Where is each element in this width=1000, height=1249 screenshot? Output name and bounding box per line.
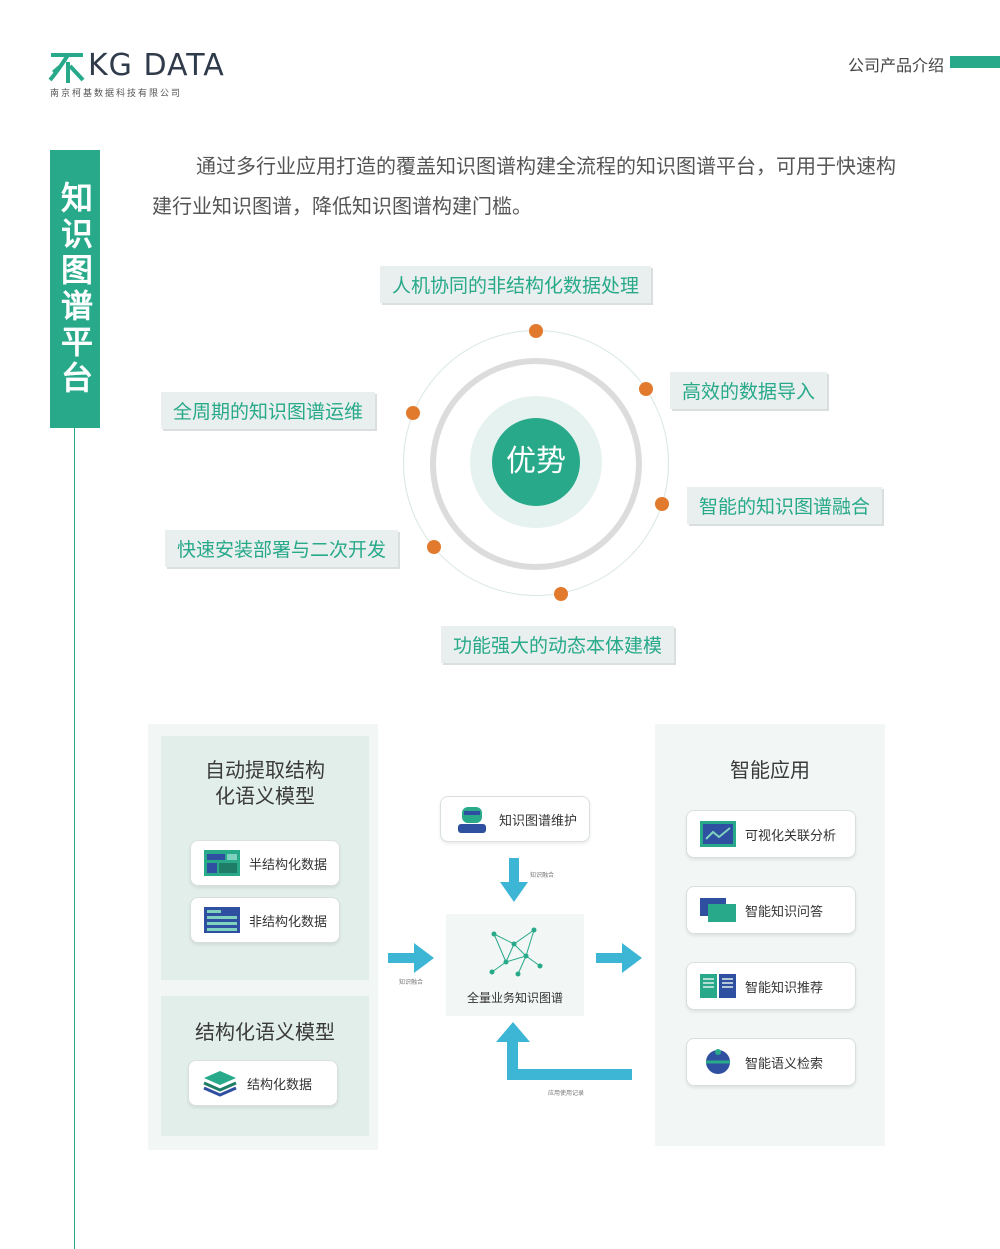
center-graph-label: 全量业务知识图谱	[466, 991, 563, 1005]
open-book-icon	[700, 974, 736, 998]
card-label: 智能知识推荐	[745, 980, 824, 996]
globe-search-icon	[706, 1049, 730, 1074]
card-label: 非结构化数据	[249, 914, 328, 930]
sidebar-title: 知识图谱平台	[56, 181, 94, 397]
card-label: 智能知识问答	[745, 904, 824, 920]
chat-bubbles-icon	[700, 898, 736, 922]
right-panel-title: 智能应用	[730, 758, 810, 782]
advantage-tag: 快速安装部署与二次开发	[165, 530, 399, 567]
fusion-label-top: 知识融合	[530, 872, 555, 879]
card-qa[interactable]: 智能知识问答	[686, 886, 856, 934]
section-title: 公司产品介绍	[847, 56, 944, 75]
middle-ring	[430, 358, 642, 570]
intro-paragraph: 通过多行业应用打造的覆盖知识图谱构建全流程的知识图谱平台，可用于快速构建行业知识…	[152, 154, 896, 218]
card-semi-structured[interactable]: 半结构化数据	[190, 840, 340, 886]
sidebar-title-block: 知识图谱平台	[50, 150, 100, 428]
ring-dot	[427, 540, 441, 554]
advantage-tag: 功能强大的动态本体建模	[441, 626, 675, 663]
auto-extract-title: 自动提取结构化语义模型	[161, 757, 369, 809]
ring-dot	[406, 406, 420, 420]
advantage-tag: 人机协同的非结构化数据处理	[380, 266, 652, 303]
right-arrow-icon	[596, 943, 642, 973]
ring-dot	[655, 497, 669, 511]
logo-text: KG DATA	[88, 48, 225, 83]
advantage-tag: 高效的数据导入	[670, 372, 828, 409]
card-maintenance[interactable]: 知识图谱维护	[440, 796, 590, 842]
ring-dot	[529, 324, 543, 338]
card-recommend[interactable]: 智能知识推荐	[686, 962, 856, 1010]
card-label: 可视化关联分析	[745, 828, 837, 844]
ring-dot	[554, 587, 568, 601]
card-label: 知识图谱维护	[499, 813, 578, 829]
line-chart-icon	[700, 821, 736, 847]
ring-dot	[639, 382, 653, 396]
sidebar-line	[74, 428, 75, 1249]
feedback-label: 应用使用记录	[548, 1090, 585, 1097]
knowledge-graph-network-icon	[489, 927, 543, 977]
right-arrow-icon	[388, 943, 434, 973]
stacked-layers-icon	[203, 1071, 237, 1097]
down-arrow-icon	[500, 858, 528, 902]
card-unstructured[interactable]: 非结构化数据	[190, 897, 340, 943]
auto-extract-title-text: 自动提取结构化语义模型	[205, 758, 325, 808]
advantage-tag: 智能的知识图谱融合	[687, 487, 883, 524]
logo-mark-icon	[48, 53, 85, 83]
semi-structured-data-icon	[204, 850, 240, 876]
card-visual-analysis[interactable]: 可视化关联分析	[686, 810, 856, 858]
center-graph-panel	[446, 914, 584, 1016]
header-accent-bar	[950, 56, 1000, 68]
structured-title: 结构化语义模型	[195, 1020, 335, 1044]
card-label: 结构化数据	[247, 1077, 313, 1093]
feedback-arrow-icon	[496, 1022, 632, 1080]
card-label: 智能语义检索	[745, 1056, 824, 1072]
company-name: 南京柯基数据科技有限公司	[50, 89, 183, 99]
card-structured[interactable]: 结构化数据	[188, 1060, 338, 1106]
card-label: 半结构化数据	[249, 857, 328, 873]
maintainer-person-icon	[458, 807, 486, 833]
advantage-core: 优势	[492, 418, 580, 506]
card-semantic-search[interactable]: 智能语义检索	[686, 1038, 856, 1086]
advantage-tag: 全周期的知识图谱运维	[161, 392, 376, 429]
unstructured-data-icon	[204, 907, 240, 933]
fusion-label-left: 知识融合	[399, 979, 424, 986]
